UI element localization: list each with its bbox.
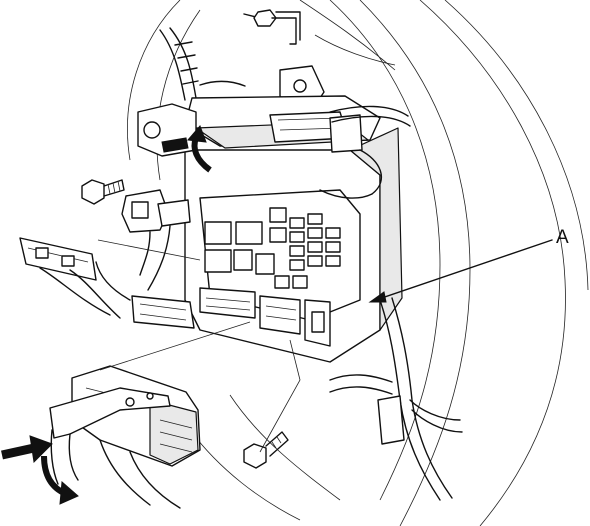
upper-wire-harness (159, 27, 246, 101)
lower-connector-with-lever (49, 365, 201, 509)
lower-sockets (199, 287, 331, 347)
callout-label-a: A (556, 227, 569, 248)
callout-a-leader (368, 239, 553, 303)
upper-left-connector (137, 103, 197, 157)
upper-right-harness (319, 105, 411, 199)
leader-lines (97, 239, 301, 453)
rotate-arrow-icon (41, 455, 79, 505)
fuse-box-body (184, 65, 403, 363)
middle-connectors (121, 189, 191, 291)
lower-bolt-icon (243, 431, 289, 469)
top-screw-icon (243, 9, 301, 45)
right-harness (329, 297, 463, 501)
left-connector (19, 237, 121, 319)
lower-left-connector (95, 261, 195, 329)
relay-grid (204, 207, 341, 289)
removal-arrow-upper-icon (187, 125, 212, 173)
left-bolt-icon (81, 179, 125, 205)
body-panel-curves (127, 0, 589, 526)
push-arrow-icon (1, 435, 53, 464)
